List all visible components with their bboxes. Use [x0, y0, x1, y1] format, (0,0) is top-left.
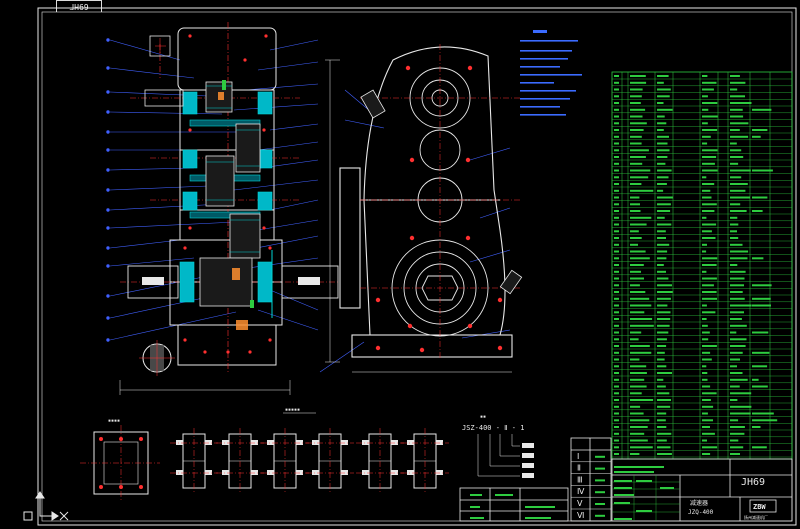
leader-lines-left: [106, 38, 237, 342]
company-name: 扬州减速机厂: [744, 514, 768, 520]
ratio-label-6: Ⅵ: [577, 511, 584, 520]
ucs-axis-icon: [23, 491, 69, 521]
logo-mark: ZBW: [753, 503, 766, 511]
parts-list-table: [611, 71, 793, 460]
product-title: 减速器: [690, 499, 708, 507]
model-code: JZQ-400: [688, 509, 714, 516]
ratio-label-2: Ⅱ: [577, 464, 581, 473]
ratio-label-4: Ⅳ: [577, 487, 585, 496]
shaft-key-section: [139, 340, 175, 376]
ratio-label-1: Ⅰ: [577, 452, 579, 461]
ratio-label-5: Ⅴ: [577, 499, 583, 508]
designation-code: JSZ-400 - Ⅱ - 1: [462, 424, 524, 432]
drawing-number: JH69: [741, 477, 765, 488]
side-bolts: [375, 65, 503, 353]
company-logo: ZBW 扬州减速机厂: [744, 499, 777, 520]
svg-text:▪▪▪▪: ▪▪▪▪: [108, 418, 120, 424]
ratio-label-3: Ⅲ: [577, 475, 583, 484]
front-bolts: [183, 34, 272, 354]
svg-text:▪▪: ▪▪: [480, 414, 486, 420]
leader-lines-right: [233, 39, 511, 373]
designation-note: JSZ-400 - Ⅱ - 1 ▪▪: [462, 414, 534, 478]
assembly-variants: [170, 428, 449, 494]
sheet-border: [37, 7, 797, 526]
technical-requirements: [520, 30, 582, 116]
title-block: [459, 458, 793, 522]
front-section-view: [106, 22, 511, 395]
foot-detail-view: ▪▪▪▪: [80, 418, 160, 500]
svg-text:▪▪▪▪▪: ▪▪▪▪▪: [285, 407, 300, 413]
side-elevation-view: [325, 44, 523, 373]
